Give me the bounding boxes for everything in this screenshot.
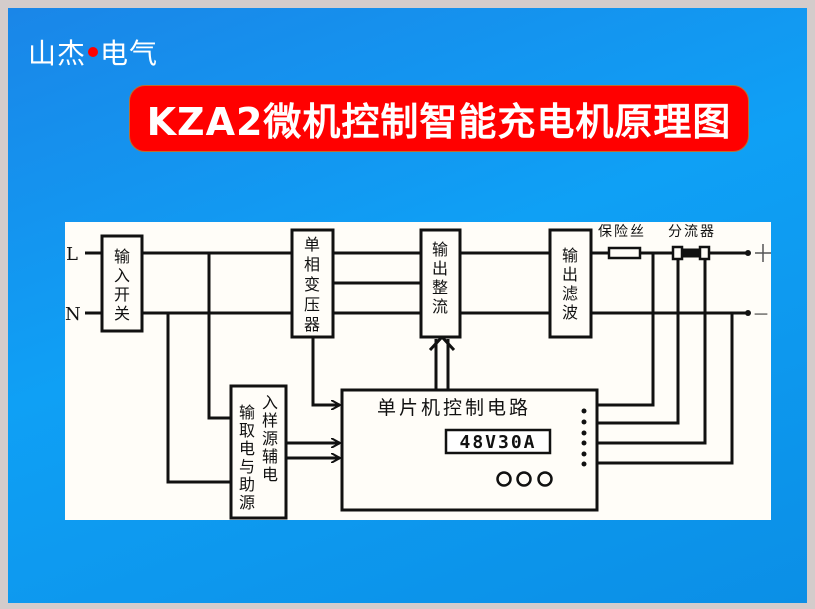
mcu-label: 单片机控制电路 xyxy=(377,397,531,419)
diagram-text: 关 xyxy=(114,304,130,323)
diagram-text: 滤 xyxy=(562,284,578,303)
shunt-left xyxy=(671,245,684,261)
rectifier-label: 输 xyxy=(432,240,448,259)
page-title: KZA2微机控制智能充电机原理图 xyxy=(129,85,749,152)
diagram-text: 取 xyxy=(239,421,255,440)
fuse-symbol xyxy=(607,246,642,260)
mcu-buttons xyxy=(496,471,553,487)
brand-text-1: 山杰 xyxy=(28,37,87,70)
diagram-text: 源 xyxy=(239,493,255,512)
mcu-pins xyxy=(581,408,587,467)
blocks xyxy=(100,228,711,520)
label-L: L xyxy=(66,244,78,265)
plus-label: + xyxy=(757,252,758,254)
diagram-text: 出 xyxy=(562,265,578,284)
diagram-text: 相 xyxy=(304,255,320,274)
transformer-label: 单 xyxy=(304,235,320,254)
minus-label: — xyxy=(754,306,768,322)
display-readout: 48V30A xyxy=(459,432,536,453)
diagram-text: 源 xyxy=(262,429,278,448)
diagram-text: 辅 xyxy=(262,447,278,466)
input-switch-label: 输 xyxy=(114,247,130,266)
display-panel xyxy=(444,428,552,455)
brand-dot xyxy=(88,47,99,57)
diagram-text: 入 xyxy=(262,393,278,412)
diagram-text: 波 xyxy=(562,303,578,322)
label-N: N xyxy=(65,304,81,325)
wires xyxy=(85,248,748,484)
aux-label: 输 xyxy=(239,403,255,422)
brand-logo: 山杰电气 xyxy=(28,32,158,72)
diagram-text: 与 xyxy=(239,457,255,476)
diagram-text: 整 xyxy=(432,278,448,297)
shunt-right xyxy=(698,245,711,261)
fuse-label: 保险丝 xyxy=(598,224,646,240)
diagram-text: 入 xyxy=(114,266,130,285)
diagram-text: 流 xyxy=(432,297,448,316)
diagram-text: 出 xyxy=(432,259,448,278)
terminal-minus xyxy=(745,310,751,316)
shunt-label: 分流器 xyxy=(668,224,716,240)
diagram-text: 开 xyxy=(114,285,130,304)
diagram-text: 电 xyxy=(239,439,255,458)
schematic-diagram: + — L N 输 入 开 关 单 相 变 压 器 输 出 整 流 输 出 滤 … xyxy=(65,222,771,520)
diagram-text: 电 xyxy=(262,465,278,484)
terminal-plus xyxy=(745,250,751,256)
diagram-text: 压 xyxy=(304,295,320,314)
diagram-text: 变 xyxy=(304,275,320,294)
diagram-text: 器 xyxy=(304,315,320,334)
diagram-text: 样 xyxy=(262,411,278,430)
brand-text-2: 电气 xyxy=(100,37,159,70)
diagram-text: 助 xyxy=(239,475,255,494)
filter-label: 输 xyxy=(562,246,578,265)
